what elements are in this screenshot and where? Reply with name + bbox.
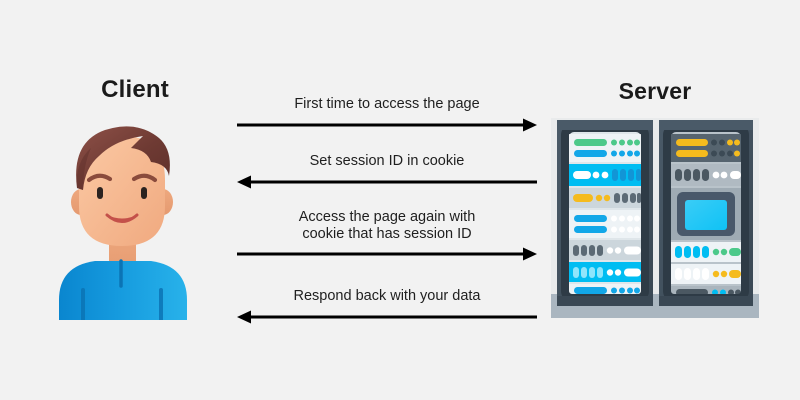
message-label-3-line2: cookie that has session ID	[302, 225, 472, 242]
client-label: Client	[101, 76, 169, 103]
server-rack-icon	[549, 112, 761, 324]
message-label-2: Set session ID in cookie	[309, 153, 465, 169]
arrow-right-1	[237, 118, 537, 132]
client-avatar-icon	[55, 118, 215, 320]
message-label-4: Respond back with your data	[293, 288, 481, 304]
message-label-3: Access the page again with cookie that h…	[237, 209, 537, 242]
arrow-left-2	[237, 175, 537, 189]
server-label: Server	[618, 78, 692, 104]
message-label-1: First time to access the page	[294, 96, 480, 112]
arrow-left-4	[237, 310, 537, 324]
arrow-right-3	[237, 247, 537, 261]
message-label-3-line1: Access the page again with	[298, 209, 476, 225]
